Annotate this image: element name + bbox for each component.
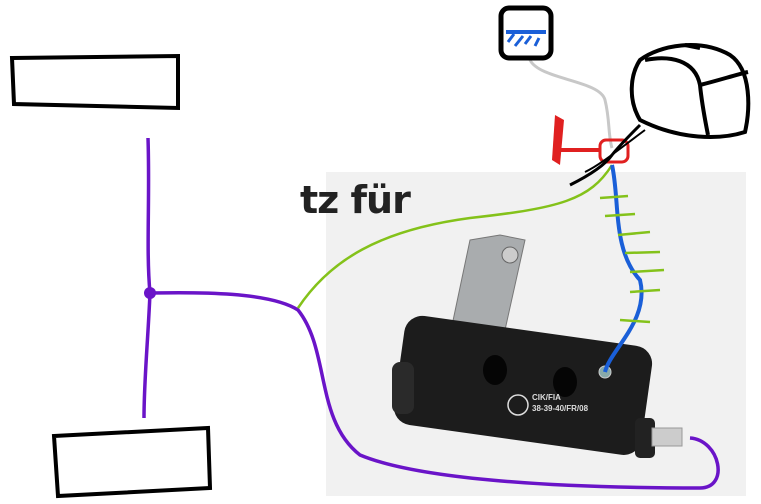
green-wire	[296, 164, 614, 309]
blue-wire	[603, 164, 644, 373]
top-left-box	[9, 53, 180, 111]
wire-junction	[144, 287, 156, 299]
photo-heading-fragment: tz für	[300, 178, 411, 222]
green-ticks	[599, 194, 665, 324]
engraving-line-1: CIK/FIA	[532, 393, 561, 402]
engraving-line-2: 38-39-40/FR/08	[532, 404, 589, 413]
bottom-left-box	[51, 425, 213, 499]
fluid-reservoir-icon	[498, 5, 554, 61]
driver-helmet-sketch	[629, 43, 751, 139]
gray-wire	[528, 59, 614, 149]
brake-light-switch: CIK/FIA 38-39-40/FR/08	[392, 234, 683, 458]
red-switch-icon	[552, 115, 630, 165]
